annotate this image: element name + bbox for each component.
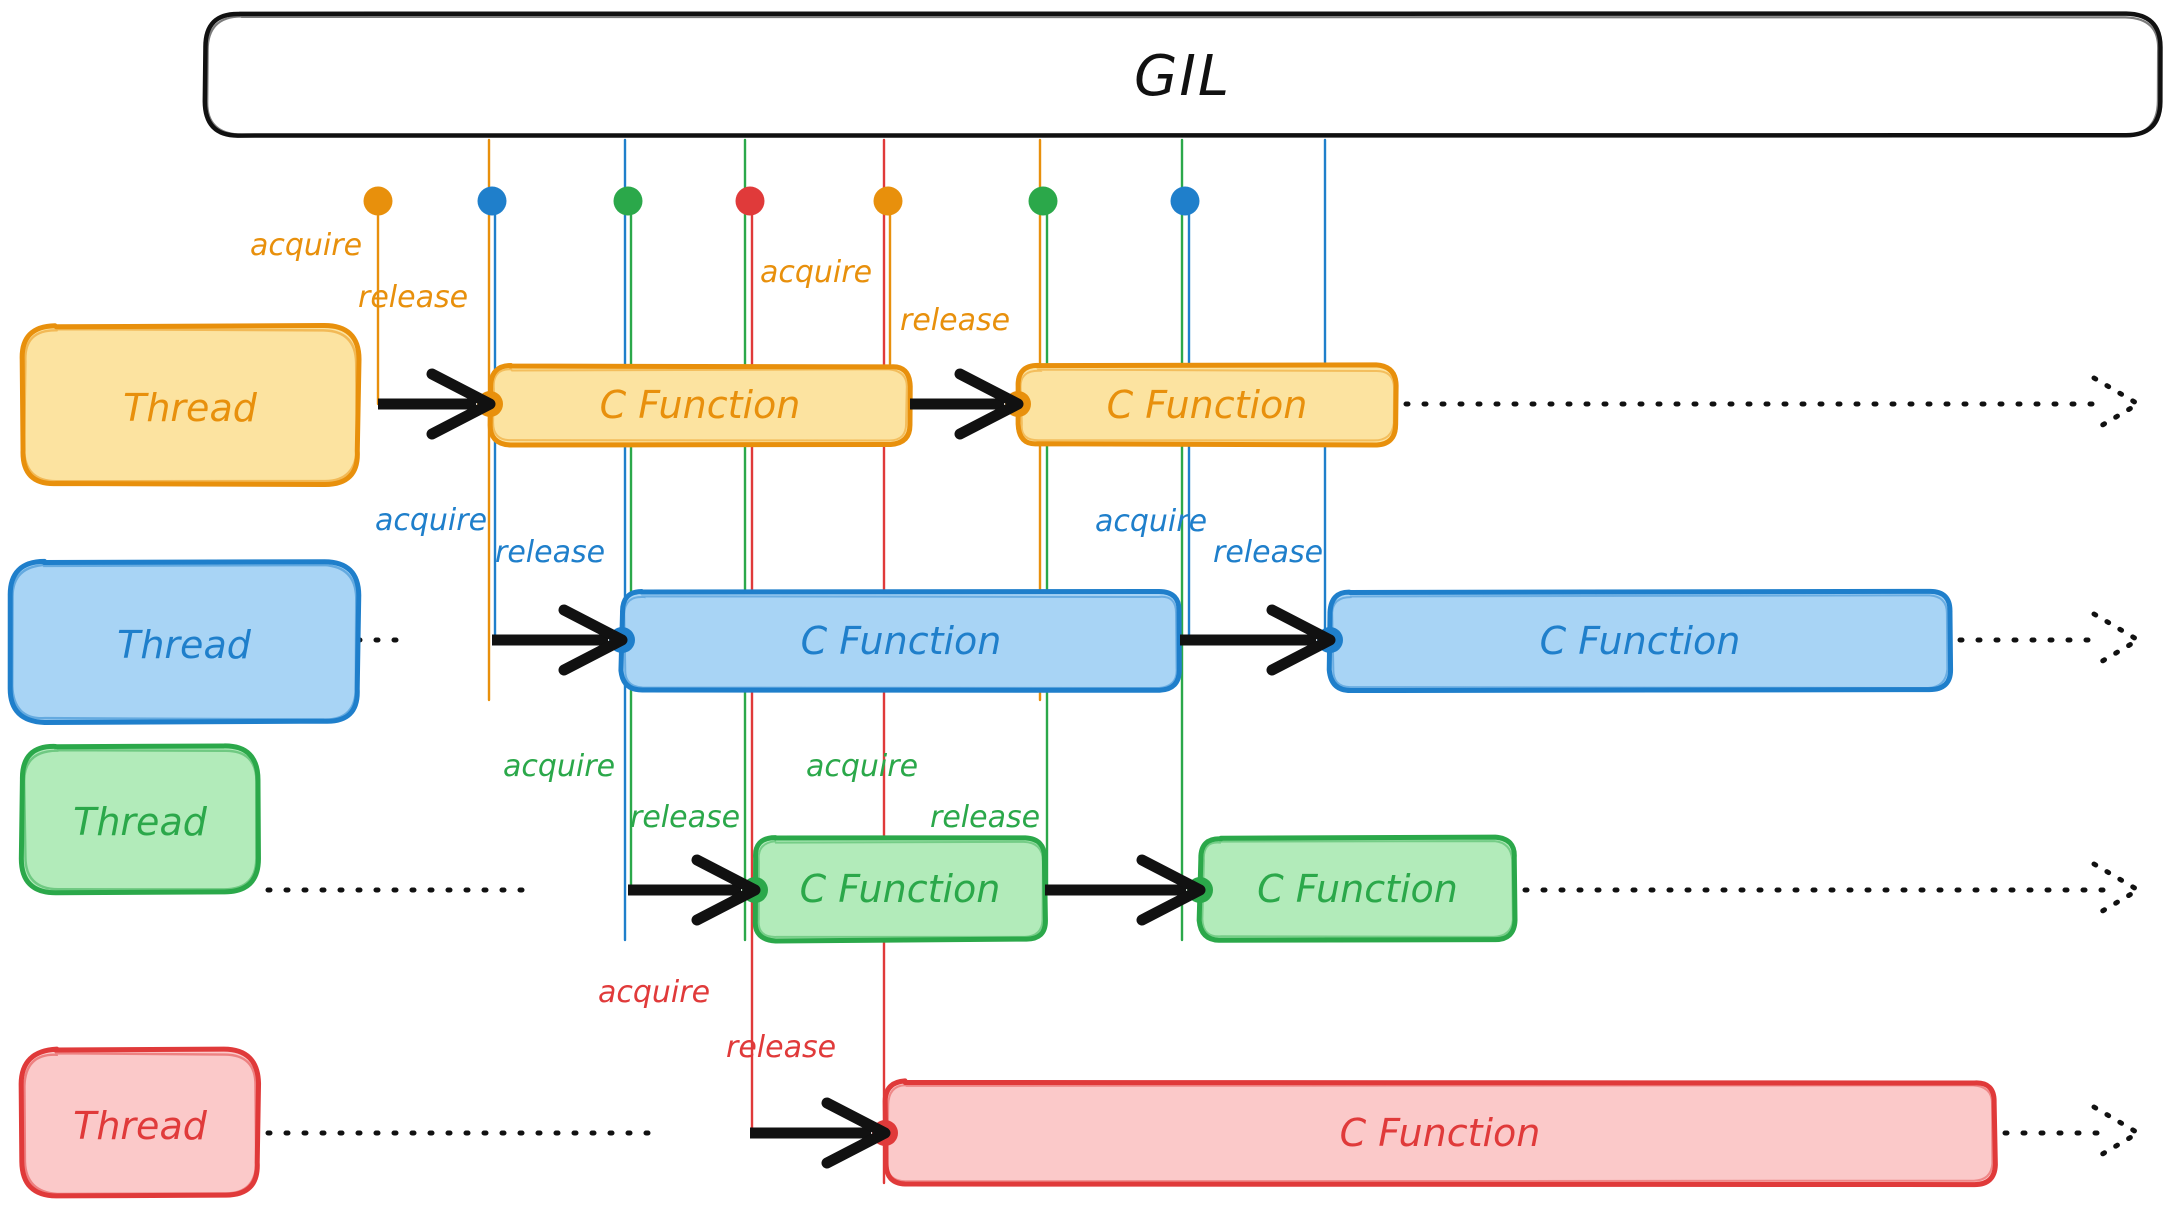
thread-green-annotation-3: release — [930, 800, 1040, 835]
gil-event-dot-e4[interactable] — [736, 187, 765, 216]
thread-orange-tail-dotted-arrowhead — [2094, 378, 2138, 430]
thread-orange-annotation-2: acquire — [760, 255, 872, 290]
thread-green-label: Thread — [73, 800, 208, 844]
thread-blue-label: Thread — [117, 623, 252, 667]
thread-red: Thread C Function — [21, 1049, 2138, 1196]
thread-orange-mid-arrow — [910, 374, 1018, 434]
thread-red-entry-arrow — [750, 1103, 885, 1163]
gil-event-dot-e6[interactable] — [1029, 187, 1058, 216]
thread-red-label: Thread — [73, 1104, 208, 1148]
thread-green-cfunction-label-1: C Function — [1257, 867, 1458, 911]
thread-green-annotation-2: acquire — [806, 749, 918, 784]
thread-red-tail-dotted-arrowhead — [2094, 1107, 2138, 1159]
thread-green-cfunction-label-0: C Function — [800, 867, 1001, 911]
thread-orange-cfunction-label-1: C Function — [1107, 383, 1308, 427]
thread-green-annotation-1: release — [630, 800, 740, 835]
thread-blue-cfunction-label-1: C Function — [1540, 619, 1741, 663]
thread-orange-annotation-0: acquire — [250, 228, 362, 263]
thread-blue: Thread C Function C Function — [10, 561, 2138, 722]
thread-green-annotation-0: acquire — [503, 749, 615, 784]
thread-green-entry-arrow — [628, 860, 755, 920]
gil-event-dot-e1[interactable] — [364, 187, 393, 216]
thread-orange-entry-arrow — [378, 374, 490, 434]
gil-event-dots — [364, 187, 1200, 216]
gil-bar-group: GIL — [205, 14, 2161, 136]
gil-event-dot-e3[interactable] — [614, 187, 643, 216]
thread-red-cfunction-label-0: C Function — [1340, 1111, 1541, 1155]
thread-orange: Thread C Function C Function — [22, 325, 2138, 484]
thread-blue-annotation-2: acquire — [1095, 504, 1207, 539]
thread-blue-annotation-0: acquire — [375, 503, 487, 538]
thread-blue-annotation-3: release — [1213, 535, 1323, 570]
gil-event-dot-e2[interactable] — [478, 187, 507, 216]
thread-green: Thread C Function C Function — [21, 746, 2138, 941]
thread-orange-annotation-3: release — [900, 303, 1010, 338]
thread-blue-annotation-1: release — [495, 535, 605, 570]
gil-event-dot-e5[interactable] — [874, 187, 903, 216]
thread-red-annotation-0: acquire — [598, 975, 710, 1010]
thread-lanes: ThreadC FunctionC FunctionThreadC Functi… — [10, 325, 2138, 1195]
thread-red-annotation-1: release — [726, 1030, 836, 1065]
thread-blue-cfunction-label-0: C Function — [801, 619, 1002, 663]
thread-orange-annotation-1: release — [358, 280, 468, 315]
thread-green-mid-arrow — [1045, 860, 1200, 920]
thread-blue-mid-arrow — [1180, 610, 1330, 670]
thread-blue-entry-arrow — [492, 610, 622, 670]
gil-title: GIL — [1134, 44, 1231, 109]
thread-orange-label: Thread — [123, 386, 258, 430]
thread-orange-cfunction-label-0: C Function — [600, 383, 801, 427]
gil-event-dot-e7[interactable] — [1171, 187, 1200, 216]
thread-blue-tail-dotted-arrowhead — [2094, 614, 2138, 666]
